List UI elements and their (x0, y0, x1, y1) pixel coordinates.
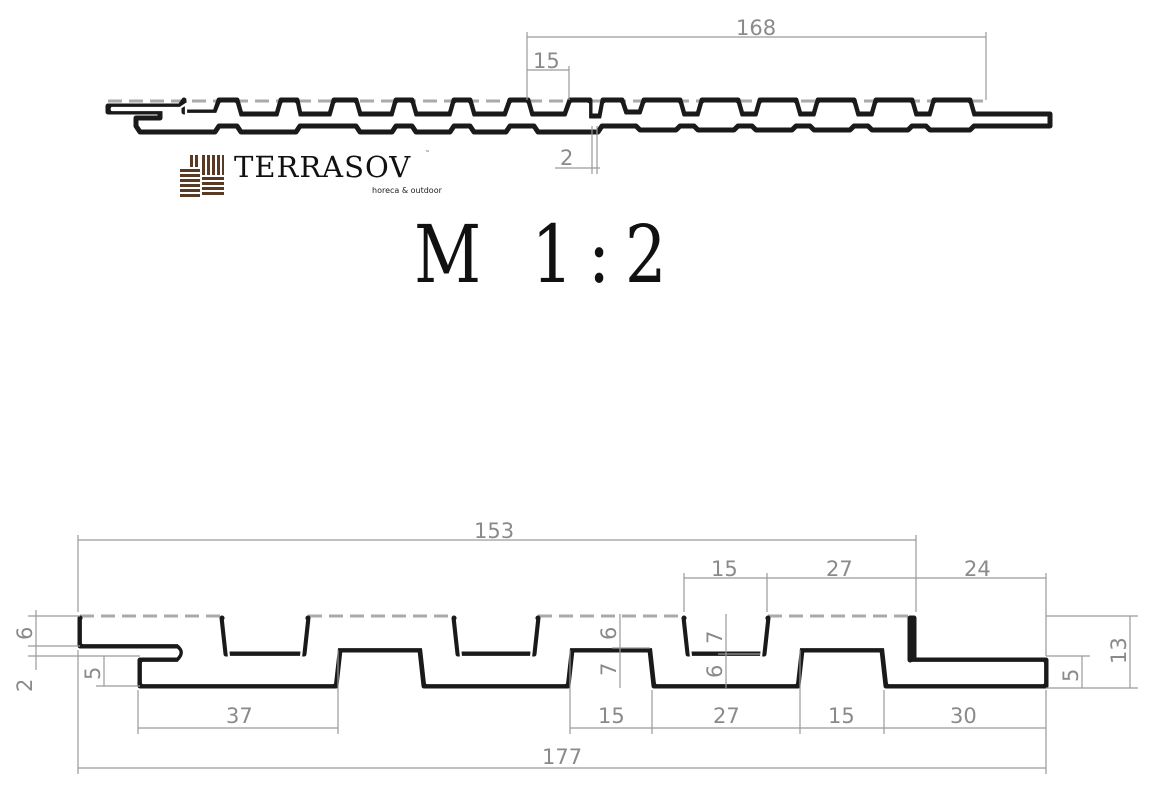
dim-177-label: 177 (542, 745, 582, 769)
bottom-dimensions-bottom: 37 15 27 15 30 177 (77, 650, 1047, 774)
scale-label: M 1:2 (414, 208, 682, 301)
bottom-dimensions-top: 153 15 27 24 (77, 519, 1047, 656)
brand-trademark: ™ (425, 150, 430, 156)
dim-2-label: 2 (560, 146, 573, 170)
dim-15-groove-label: 15 (711, 557, 738, 581)
bottom-profile (77, 614, 1049, 689)
top-profile-assembly (105, 97, 1053, 135)
dim-15-top-label: 15 (533, 49, 560, 73)
terrasov-logo-icon (180, 155, 224, 197)
dim-153-label: 153 (474, 519, 514, 543)
bottom-dimensions-vertical: 6 2 5 6 7 7 6 5 13 (13, 610, 1138, 692)
dim-168-label: 168 (736, 16, 776, 40)
top-profile-inner (110, 102, 1048, 130)
top-profile-outline (105, 97, 1053, 135)
dim-27-top-label: 27 (826, 557, 853, 581)
dim-24-label: 24 (964, 557, 991, 581)
brand-tagline: horeca & outdoor (372, 186, 442, 195)
dim-mid-6-label: 6 (597, 627, 621, 640)
dim-13-label: 13 (1107, 637, 1131, 664)
top-dimensions: 168 15 2 (526, 16, 987, 174)
bottom-profile-inner (81, 618, 1045, 685)
dim-2-left-label: 2 (13, 679, 37, 692)
dim-right-6-label: 6 (703, 665, 727, 678)
dim-5-right-label: 5 (1059, 669, 1083, 682)
dim-5-left-label: 5 (81, 667, 105, 680)
dim-30-label: 30 (950, 704, 977, 728)
brand-name: TERRASOV (234, 150, 412, 184)
dim-right-7-label: 7 (703, 631, 727, 644)
dim-27-bottom-label: 27 (713, 704, 740, 728)
dim-mid-7-label: 7 (597, 663, 621, 676)
bottom-profile-outline (77, 615, 1049, 689)
dim-37-label: 37 (226, 704, 253, 728)
dim-6-left-label: 6 (13, 627, 37, 640)
dim-15a-label: 15 (598, 704, 625, 728)
dim-15b-label: 15 (828, 704, 855, 728)
